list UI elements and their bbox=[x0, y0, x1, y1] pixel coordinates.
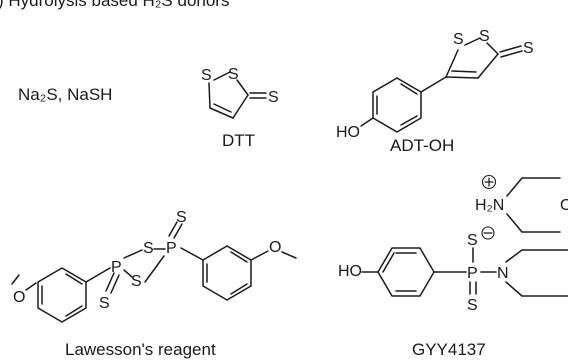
atom-o: O bbox=[269, 239, 281, 256]
atom-ho: HO bbox=[338, 263, 362, 280]
atom-n: N bbox=[497, 265, 509, 282]
atom-p: P bbox=[111, 259, 122, 276]
atom-s: S bbox=[467, 232, 478, 249]
molecule-dtt: S S S bbox=[201, 66, 279, 119]
molecule-lawessons-reagent: O P S P S S S O bbox=[11, 209, 297, 323]
atom-s: S bbox=[201, 67, 212, 84]
atom-ho: HO bbox=[336, 124, 360, 141]
atom-s: S bbox=[143, 240, 154, 257]
compound-name-adt-oh: ADT-OH bbox=[390, 136, 454, 155]
compound-label-na2s: Na₂S, NaSH bbox=[18, 85, 112, 104]
compound-name-gyy4137: GYY4137 bbox=[412, 340, 486, 359]
atom-s: S bbox=[176, 209, 187, 226]
molecule-adt-oh: HO S S S bbox=[336, 28, 534, 141]
atom-s: S bbox=[453, 31, 464, 48]
atom-s: S bbox=[228, 66, 239, 83]
atom-s: S bbox=[99, 295, 110, 312]
molecule-gyy4137: HO P S S N H₂N O bbox=[338, 174, 568, 314]
atom-s: S bbox=[467, 297, 478, 314]
atom-o-cut: O bbox=[560, 197, 568, 214]
atom-o: O bbox=[13, 289, 25, 306]
atom-s: S bbox=[479, 28, 490, 45]
atom-p: P bbox=[166, 240, 177, 257]
atom-p: P bbox=[467, 265, 478, 282]
atom-s: S bbox=[268, 89, 279, 106]
compound-name-lawessons-reagent: Lawesson's reagent bbox=[65, 340, 216, 359]
atom-s: S bbox=[131, 273, 142, 290]
compound-name-dtt: DTT bbox=[222, 131, 255, 150]
atom-s: S bbox=[523, 40, 534, 57]
atom-h2n: H₂N bbox=[475, 197, 504, 214]
scheme-header: ) Hydrolysis based H₂S donors bbox=[0, 0, 229, 10]
